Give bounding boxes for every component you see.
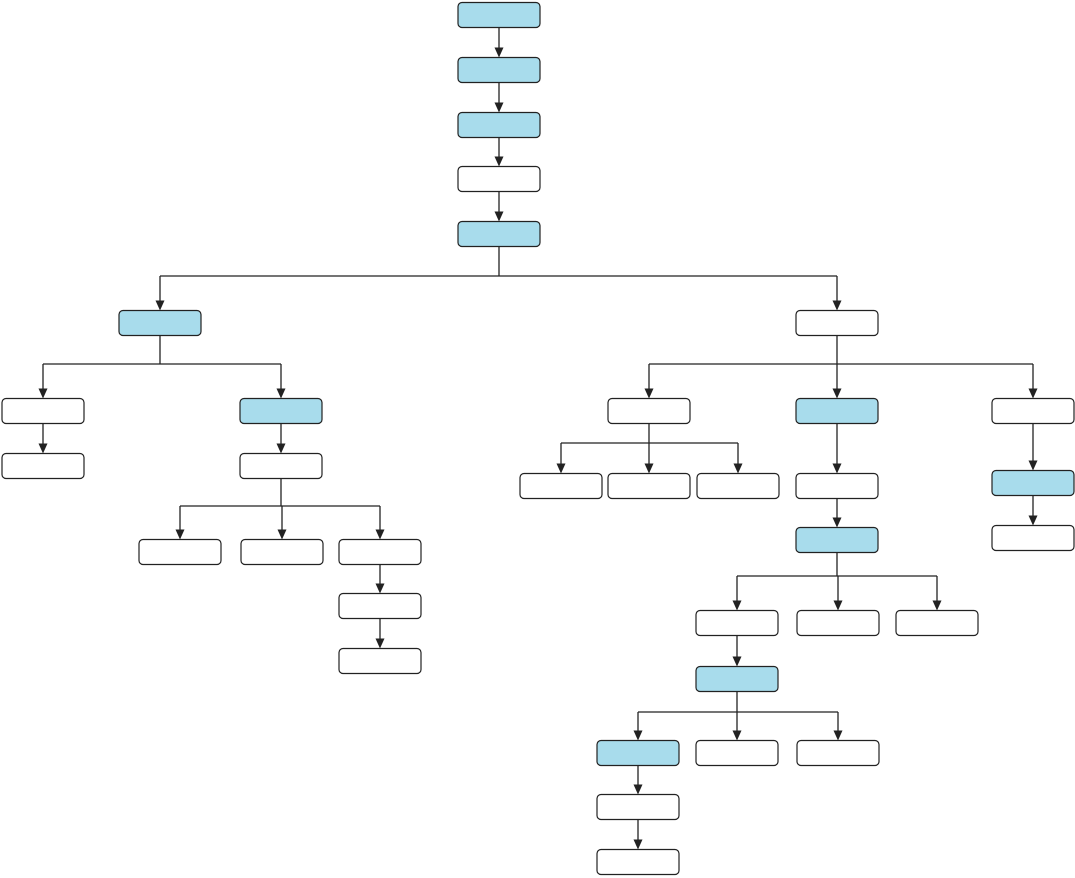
arrowhead — [733, 463, 743, 474]
node-l1 — [118, 309, 202, 337]
arrowhead — [832, 300, 842, 311]
node-r2b — [795, 397, 879, 425]
arrowhead — [375, 583, 385, 594]
node-l2a — [1, 397, 85, 425]
edge-bus-l4 — [180, 478, 380, 507]
arrowhead — [277, 529, 287, 540]
arrowhead — [375, 529, 385, 540]
arrowhead — [155, 300, 165, 311]
node-l5b — [240, 538, 324, 566]
node-rb6 — [596, 793, 680, 821]
node-rc2 — [991, 524, 1075, 552]
edges — [38, 27, 1038, 850]
node-n4 — [457, 165, 541, 193]
edge-bus-r2a — [561, 423, 738, 444]
arrowhead — [832, 463, 842, 474]
node-rc1 — [991, 469, 1075, 497]
arrowhead — [644, 463, 654, 474]
node-rb5c — [796, 739, 880, 767]
node-ra1 — [519, 472, 603, 500]
edge-bus-r1 — [649, 335, 1033, 365]
node-ra3 — [696, 472, 780, 500]
node-r2c — [991, 397, 1075, 425]
arrowhead — [494, 156, 504, 167]
edge-bus-rb2 — [737, 552, 937, 577]
node-n2 — [457, 56, 541, 84]
arrowhead — [732, 730, 742, 741]
arrowhead — [833, 600, 843, 611]
arrowhead — [832, 517, 842, 528]
arrowhead — [494, 211, 504, 222]
node-r2a — [607, 397, 691, 425]
arrowhead — [38, 443, 48, 454]
node-n3 — [457, 111, 541, 139]
arrowhead — [276, 388, 286, 399]
node-rb1 — [795, 472, 879, 500]
node-rb7 — [596, 848, 680, 876]
edge-bus-rb4 — [638, 691, 838, 713]
arrowhead — [494, 102, 504, 113]
node-l4 — [239, 452, 323, 480]
node-rb5a — [596, 739, 680, 767]
arrowhead — [633, 839, 643, 850]
node-l5a — [138, 538, 222, 566]
arrowhead — [375, 638, 385, 649]
node-l3 — [239, 397, 323, 425]
node-rb4 — [695, 665, 779, 693]
arrowhead — [1028, 460, 1038, 471]
arrowhead — [832, 388, 842, 399]
arrowhead — [732, 656, 742, 667]
node-rb3a — [695, 609, 779, 637]
edge-bus-n5 — [160, 246, 837, 277]
node-l5c — [338, 538, 422, 566]
node-ra2 — [607, 472, 691, 500]
node-l2b — [1, 452, 85, 480]
arrowhead — [633, 784, 643, 795]
arrowhead — [1028, 515, 1038, 526]
arrowhead — [38, 388, 48, 399]
node-rb2 — [795, 526, 879, 554]
arrowhead — [833, 730, 843, 741]
node-n1 — [457, 1, 541, 29]
arrowhead — [633, 730, 643, 741]
arrowhead — [175, 529, 185, 540]
edge-bus-l1 — [43, 335, 281, 365]
arrowhead — [494, 47, 504, 58]
node-l7 — [338, 647, 422, 675]
node-rb3b — [796, 609, 880, 637]
node-rb5b — [695, 739, 779, 767]
arrowhead — [276, 443, 286, 454]
arrowhead — [556, 463, 566, 474]
arrowhead — [1028, 388, 1038, 399]
node-rb3c — [895, 609, 979, 637]
node-l6 — [338, 592, 422, 620]
arrowhead — [932, 600, 942, 611]
arrowhead — [732, 600, 742, 611]
arrowhead — [644, 388, 654, 399]
node-n5 — [457, 220, 541, 248]
node-r1 — [795, 309, 879, 337]
